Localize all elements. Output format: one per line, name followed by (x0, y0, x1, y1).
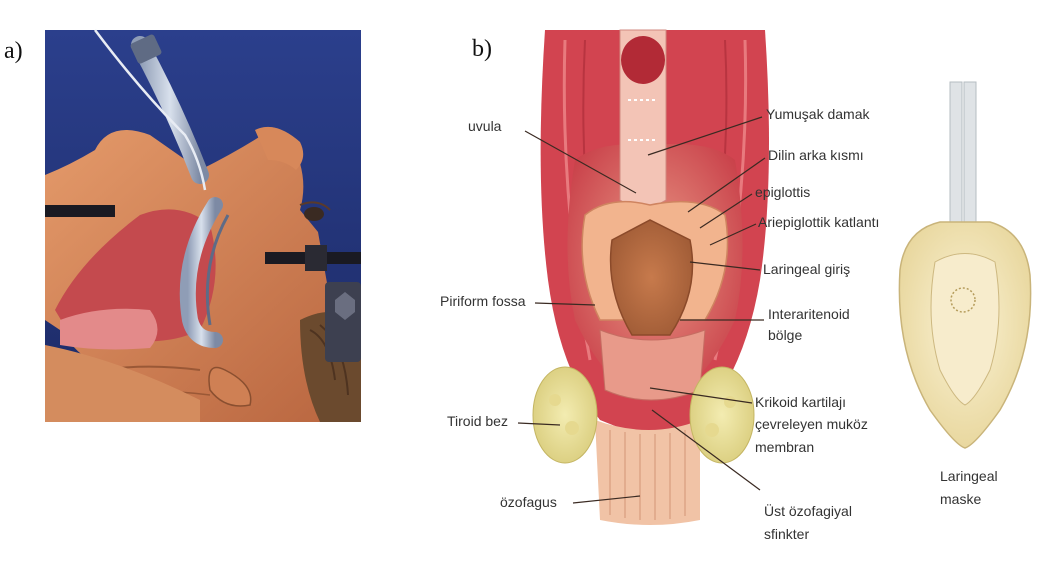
label-membran: membran (755, 438, 814, 456)
label-cevreleyen-mukoz: çevreleyen muköz (755, 415, 868, 433)
label-maske: maske (940, 490, 981, 508)
label-sfinkter: sfinkter (764, 525, 809, 543)
panel-b (533, 30, 769, 525)
label-krikoid-kartilaji: Krikoid kartilajı (755, 393, 846, 411)
label-interaritenoid: Interaritenoid (768, 305, 850, 323)
label-uvula: uvula (468, 117, 501, 135)
label-ariepiglottik-katlanti: Ariepiglottik katlantı (758, 213, 879, 231)
label-tiroid-bez: Tiroid bez (447, 412, 508, 430)
label-piriform-fossa: Piriform fossa (440, 292, 526, 310)
label-laringeal: Laringeal (940, 467, 998, 485)
label-bolge: bölge (768, 326, 802, 344)
label-laringeal-giris: Laringeal giriş (763, 260, 850, 278)
panel-a (45, 30, 361, 422)
label-ozofagus: özofagus (500, 493, 557, 511)
label-dilin-arka-kismi: Dilin arka kısmı (768, 146, 864, 164)
laryngeal-mask-illustration (899, 82, 1030, 448)
label-yumusak-damak: Yumuşak damak (766, 105, 870, 123)
label-epiglottis: epiglottis (755, 183, 810, 201)
label-ust-ozofagiyal: Üst özofagiyal (764, 502, 852, 520)
